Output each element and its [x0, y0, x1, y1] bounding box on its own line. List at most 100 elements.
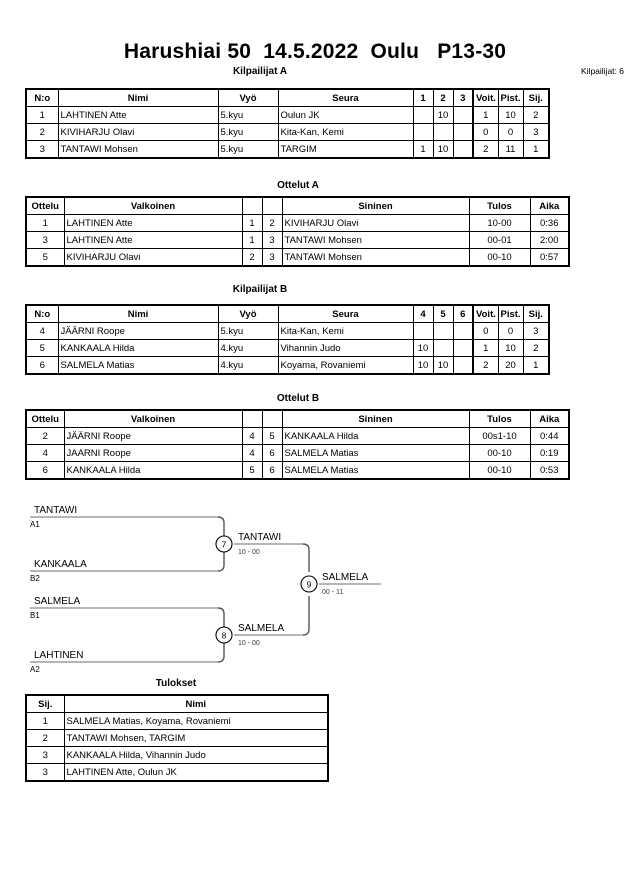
cell-wins: 0: [472, 123, 499, 141]
matches-a-table: Ottelu Valkoinen Sininen Tulos Aika 1 LA…: [25, 196, 570, 267]
cell-m2: [432, 339, 454, 357]
cell-m2: [432, 322, 454, 340]
cell-rank: 1: [522, 140, 550, 159]
cell-wins: 2: [472, 140, 499, 159]
bracket-entry-name-1: TANTAWI: [34, 505, 77, 516]
cell-club: Kita-Kan, Kemi: [277, 123, 414, 141]
cell-name: TANTAWI Mohsen, TARGIM: [63, 729, 329, 747]
cell-rank: 2: [522, 339, 550, 357]
cell-points: 0: [497, 123, 524, 141]
bracket-final-score: 00 - 11: [322, 589, 343, 596]
table-header-row: Sij. Nimi: [25, 694, 329, 713]
cell-club: Koyama, Rovaniemi: [277, 356, 414, 375]
cell-no: 3: [25, 140, 59, 159]
cell-belt: 4.kyu: [217, 356, 279, 375]
cell-name: SALMELA Matias: [57, 356, 219, 375]
bracket-entry-seed-3: B1: [30, 611, 40, 620]
col-rank: Sij.: [522, 88, 550, 107]
col-white-no: [241, 409, 263, 428]
bracket-match-node-7: [215, 535, 233, 553]
col-name: Nimi: [63, 694, 329, 713]
col-m2: 2: [432, 88, 454, 107]
cell-club: TARGIM: [277, 140, 414, 159]
col-match-no: Ottelu: [25, 409, 65, 428]
entrants-count-label: Kilpailijat: 6: [581, 66, 624, 76]
col-match-no: Ottelu: [25, 196, 65, 215]
col-result: Tulos: [468, 196, 531, 215]
bracket-entry-seed-4: A2: [30, 665, 40, 674]
bracket-connector-4: [217, 641, 225, 663]
col-m1: 1: [412, 88, 434, 107]
col-belt: Vyö: [217, 304, 279, 323]
bracket-entry-seed-2: B2: [30, 574, 40, 583]
cell-rank: 2: [25, 729, 65, 747]
cell-blue-no: 6: [261, 444, 283, 462]
col-m1: 4: [412, 304, 434, 323]
cell-blue: TANTAWI Mohsen: [281, 248, 470, 267]
cell-match-no: 2: [25, 427, 65, 445]
cell-m2: [432, 123, 454, 141]
cell-white: LAHTINEN Atte: [63, 231, 243, 249]
col-club: Seura: [277, 304, 414, 323]
col-wins: Voit.: [472, 304, 499, 323]
bracket-match-node-8: [215, 626, 233, 644]
table-row: 1 SALMELA Matias, Koyama, Rovaniemi: [25, 712, 329, 730]
cell-belt: 4.kyu: [217, 339, 279, 357]
col-blue: Sininen: [281, 409, 470, 428]
cell-name: TANTAWI Mohsen: [57, 140, 219, 159]
cell-rank: 1: [25, 712, 65, 730]
cell-result: 10-00: [468, 214, 531, 232]
col-rank: Sij.: [25, 694, 65, 713]
cell-wins: 2: [472, 356, 499, 375]
cell-rank: 3: [25, 763, 65, 782]
cell-name: JÄÄRNI Roope: [57, 322, 219, 340]
col-m3: 3: [452, 88, 474, 107]
cell-belt: 5.kyu: [217, 123, 279, 141]
cell-points: 11: [497, 140, 524, 159]
cell-blue: KIVIHARJU Olavi: [281, 214, 470, 232]
col-m2: 5: [432, 304, 454, 323]
cell-wins: 1: [472, 106, 499, 124]
table-row: 3 LAHTINEN Atte 1 3 TANTAWI Mohsen 00-01…: [25, 231, 570, 249]
cell-rank: 3: [522, 123, 550, 141]
cell-name: KANKAALA Hilda, Vihannin Judo: [63, 746, 329, 764]
cell-m1: 10: [412, 339, 434, 357]
cell-m3: [452, 339, 474, 357]
table-header-row: Ottelu Valkoinen Sininen Tulos Aika: [25, 196, 570, 215]
cell-name: KIVIHARJU Olavi: [57, 123, 219, 141]
pool-b-caption: Kilpailijat B: [232, 284, 288, 295]
bracket-connector-3: [217, 607, 225, 629]
cell-rank: 3: [25, 746, 65, 764]
cell-white: LAHTINEN Atte: [63, 214, 243, 232]
cell-name: LAHTINEN Atte, Oulun JK: [63, 763, 329, 782]
cell-result: 00-10: [468, 444, 531, 462]
cell-wins: 0: [472, 322, 499, 340]
col-blue-no: [261, 196, 283, 215]
col-no: N:o: [25, 304, 59, 323]
col-points: Pist.: [497, 304, 524, 323]
cell-points: 20: [497, 356, 524, 375]
table-row: 1 LAHTINEN Atte 1 2 KIVIHARJU Olavi 10-0…: [25, 214, 570, 232]
cell-blue-no: 6: [261, 461, 283, 480]
cell-wins: 1: [472, 339, 499, 357]
cell-points: 10: [497, 339, 524, 357]
col-time: Aika: [529, 196, 570, 215]
cell-time: 0:57: [529, 248, 570, 267]
col-white-no: [241, 196, 263, 215]
cell-m1: 1: [412, 140, 434, 159]
matches-b-caption: Ottelut B: [276, 393, 320, 404]
col-blue: Sininen: [281, 196, 470, 215]
table-row: 3 TANTAWI Mohsen 5.kyu TARGIM 1 10 2 11 …: [25, 140, 550, 159]
cell-white-no: 4: [241, 427, 263, 445]
col-rank: Sij.: [522, 304, 550, 323]
bracket-entry-name-3: SALMELA: [34, 596, 80, 607]
cell-white: JÄÄRNI Roope: [63, 427, 243, 445]
matches-b-table: Ottelu Valkoinen Sininen Tulos Aika 2 JÄ…: [25, 409, 570, 480]
cell-rank: 3: [522, 322, 550, 340]
page-title: Harushiai 50 14.5.2022 Oulu P13-30: [123, 40, 507, 63]
cell-white: JAARNI Roope: [63, 444, 243, 462]
cell-no: 6: [25, 356, 59, 375]
cell-match-no: 5: [25, 248, 65, 267]
cell-result: 00-01: [468, 231, 531, 249]
cell-time: 2:00: [529, 231, 570, 249]
